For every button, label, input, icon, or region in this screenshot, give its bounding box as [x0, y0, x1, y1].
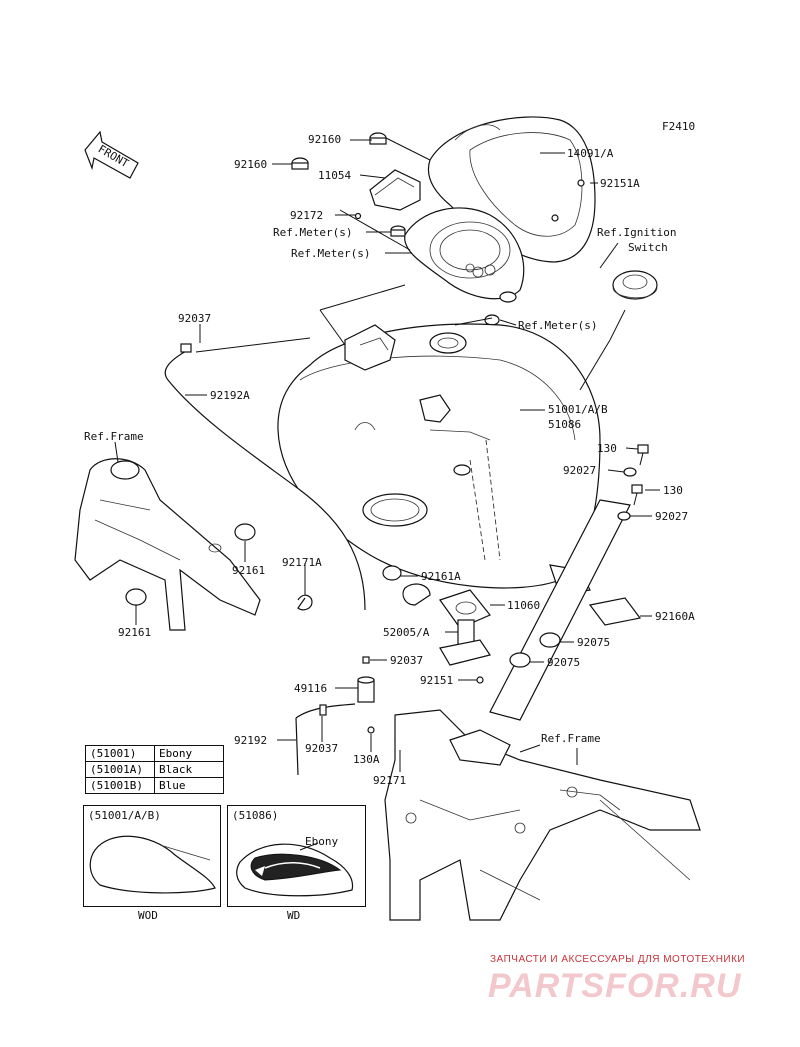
inset-title-wod: (51001/A/B)	[88, 809, 161, 822]
label-ref-ignition-1: Ref.Ignition	[597, 226, 676, 239]
label-92037-mid: 92037	[390, 654, 423, 667]
label-ref-meter-1: Ref.Meter(s)	[273, 226, 352, 239]
label-51001: 51001/A/B	[548, 403, 608, 416]
label-92075-b: 92075	[547, 656, 580, 669]
label-92037-low: 92037	[305, 742, 338, 755]
label-92160-top: 92160	[308, 133, 341, 146]
inset-title-wd: (51086)	[232, 809, 279, 822]
label-ref-frame-right: Ref.Frame	[541, 732, 601, 745]
watermark-tagline: ЗАПЧАСТИ И АКСЕССУАРЫ ДЛЯ МОТОТЕХНИКИ	[490, 954, 746, 965]
label-92161-a: 92161	[232, 564, 265, 577]
inset-caption-wd: WD	[287, 909, 301, 922]
label-92192: 92192	[234, 734, 267, 747]
label-11060: 11060	[507, 599, 540, 612]
color-code-cell: (51001)	[85, 745, 155, 762]
inset-box-wd	[227, 805, 366, 907]
color-code-cell: (51001B)	[85, 777, 155, 794]
label-130a: 130A	[353, 753, 380, 766]
inset-tag-ebony: Ebony	[305, 835, 339, 848]
inset-tank-wod	[89, 835, 216, 894]
leader-lines	[114, 137, 660, 772]
bracket-part	[369, 169, 421, 211]
fuel-tank-part	[277, 323, 601, 596]
color-code-cell: (51001A)	[85, 761, 155, 778]
label-92151: 92151	[420, 674, 453, 687]
strap-rubber-part	[588, 597, 642, 626]
label-130-a: 130	[597, 442, 617, 455]
table-row: (51001B) Blue	[85, 777, 224, 794]
label-52005: 52005/A	[383, 626, 430, 639]
front-arrow-icon: FRONT	[84, 130, 139, 179]
fuel-valve-part	[402, 583, 491, 684]
table-row: (51001) Ebony	[85, 745, 224, 762]
label-92161-b: 92161	[118, 626, 151, 639]
hose-clamp-part	[180, 343, 192, 353]
meter-grommet-part	[484, 314, 500, 326]
label-14091: 14091/A	[567, 147, 614, 160]
label-92027-a: 92027	[563, 464, 596, 477]
label-92172: 92172	[290, 209, 323, 222]
label-51086: 51086	[548, 418, 581, 431]
label-92192a: 92192A	[210, 389, 250, 402]
figure-code: F2410	[662, 120, 695, 133]
label-ref-meter-2: Ref.Meter(s)	[291, 247, 370, 260]
inset-caption-wod: WOD	[138, 909, 158, 922]
label-92027-b: 92027	[655, 510, 688, 523]
label-ref-meter-3: Ref.Meter(s)	[518, 319, 597, 332]
label-49116: 49116	[294, 682, 327, 695]
clip-part	[297, 594, 313, 611]
label-92161a: 92161A	[421, 570, 461, 583]
label-ref-ignition-2: Switch	[628, 241, 668, 254]
label-92160a: 92160A	[655, 610, 695, 623]
frame-left-part	[74, 458, 261, 631]
color-name-cell: Black	[154, 761, 224, 778]
color-name-cell: Blue	[154, 777, 224, 794]
label-92171: 92171	[373, 774, 406, 787]
color-name-cell: Ebony	[154, 745, 224, 762]
meter-unit-part	[404, 207, 525, 303]
bolt-part	[617, 444, 649, 521]
frame-right-part	[384, 709, 701, 921]
inset-box-wod	[83, 805, 221, 907]
watermark-logo: PARTSFOR.RU	[488, 967, 742, 1005]
label-130-b: 130	[663, 484, 683, 497]
damper-part	[509, 632, 561, 668]
label-92171a: 92171A	[282, 556, 322, 569]
inset-tank-wd	[236, 842, 354, 897]
label-92075-a: 92075	[577, 636, 610, 649]
damper-92161a-part	[382, 565, 402, 581]
label-11054: 11054	[318, 169, 351, 182]
ignition-switch-part	[612, 270, 658, 300]
label-92037-top: 92037	[178, 312, 211, 325]
color-code-table: (51001) Ebony (51001A) Black (51001B) Bl…	[85, 745, 224, 794]
table-row: (51001A) Black	[85, 761, 224, 778]
breather-hose-part	[164, 349, 366, 611]
label-92160-left: 92160	[234, 158, 267, 171]
label-ref-frame-left: Ref.Frame	[84, 430, 144, 443]
fuel-filter-part	[295, 656, 411, 776]
label-92151a: 92151A	[600, 177, 640, 190]
